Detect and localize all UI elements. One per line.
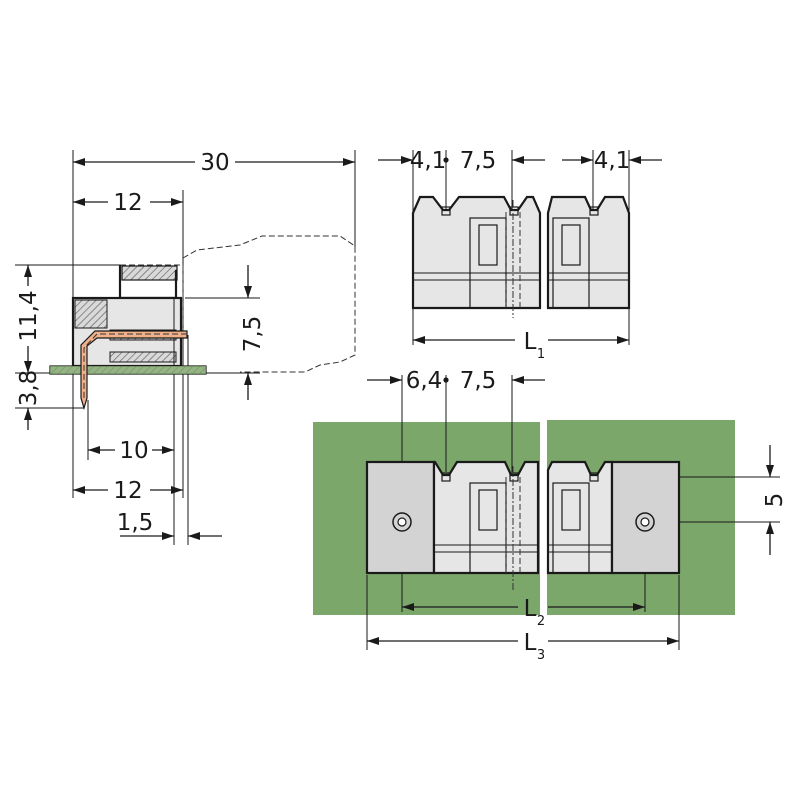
dim-30-label: 30	[200, 150, 229, 176]
dim-7-5-side-label: 7,5	[240, 316, 266, 353]
dim-12-top-label: 12	[113, 190, 142, 216]
dim-l1-label: L	[524, 329, 537, 355]
dim-l3-subscript: 3	[537, 648, 545, 663]
dim-5-label: 5	[762, 493, 788, 508]
dim-1-5-label: 1,5	[117, 510, 154, 536]
dim-l2-label: L	[524, 596, 537, 622]
dim-6-4-label: 6,4	[406, 368, 443, 394]
dim-l2-subscript: 2	[537, 614, 545, 629]
dim-7-5-top-label: 7,5	[460, 148, 497, 174]
dim-4-1-right-label: 4,1	[594, 148, 631, 174]
dim-12-bottom-label: 12	[113, 478, 142, 504]
top-view: 4,1 7,5 4,1 L 1	[378, 148, 662, 362]
dim-l1-subscript: 1	[537, 347, 545, 362]
mating-plug-outline	[182, 235, 356, 373]
dim-7-5-flange-label: 7,5	[460, 368, 497, 394]
top-block-left	[411, 195, 542, 310]
flange-view: 6,4 7,5 5 L 2 L 3	[313, 368, 788, 663]
dim-11-4-label: 11,4	[16, 290, 42, 341]
dim-10-label: 10	[119, 438, 148, 464]
housing-top-section	[121, 265, 178, 281]
dim-3-8-label: 3,8	[16, 370, 42, 407]
side-view: 30 12 11,4 7,5 3,8 10 12 1,5	[15, 150, 356, 545]
dim-4-1-left-label: 4,1	[410, 148, 447, 174]
dim-l3-label: L	[524, 630, 537, 656]
angled-pin	[80, 330, 188, 411]
